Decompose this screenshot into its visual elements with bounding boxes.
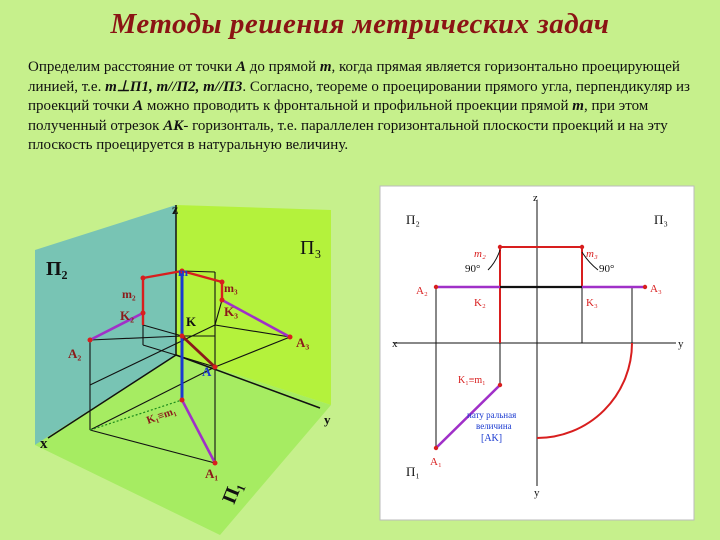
axis-y	[175, 354, 321, 409]
r-label-a3: A₃	[650, 283, 662, 295]
label-z: z	[172, 203, 178, 218]
points	[87, 268, 293, 466]
r-label-y-right: y	[678, 338, 684, 350]
projection-line-dotted	[89, 399, 183, 431]
label-k3: K₃	[224, 304, 238, 319]
label-p3: П₃	[300, 237, 321, 259]
plane-frontal	[35, 205, 176, 445]
slide-title: Методы решения метрических задач	[110, 8, 610, 40]
r-label-k2: K₂	[474, 297, 486, 309]
points-right	[433, 244, 648, 451]
r-label-x: x	[392, 338, 398, 350]
purple-lines-right	[435, 285, 645, 449]
red-lines	[141, 269, 224, 325]
angle-arrow-right	[581, 251, 599, 271]
axonometric-diagram: z П₂ П₃ П₁ x y m₃ m₂ m K₂ K K₃ A₂ A₃ A K…	[35, 203, 331, 535]
r-label-nat1: нату ральная	[467, 410, 516, 420]
r-label-deg-right: 90°	[599, 263, 614, 275]
plane-horizontal	[35, 355, 331, 535]
purple-lines	[89, 298, 291, 464]
r-label-m3: m₃	[586, 248, 598, 260]
label-a: A	[202, 364, 212, 379]
construction-lines-right	[435, 287, 633, 448]
label-m2: m₂	[122, 287, 136, 301]
label-k2: K₂	[120, 308, 134, 323]
construction-lines	[89, 270, 291, 464]
r-label-deg-left: 90°	[465, 263, 480, 275]
axis-x	[47, 354, 177, 439]
orthographic-diagram: z П₂ П₃ m₂ m₃ 90° 90° A₂ A₃ K₂ K₃ x y K₁…	[379, 185, 695, 521]
r-label-z: z	[533, 192, 538, 204]
r-label-nat3: [AK]	[481, 433, 502, 444]
r-label-a1: A₁	[430, 456, 442, 468]
angle-arrow-left	[487, 249, 501, 271]
r-label-a2: A₂	[416, 285, 428, 297]
body-text: Определим расстояние от точки А до прямо…	[28, 59, 690, 153]
segment-ak	[181, 334, 216, 369]
r-label-k3: K₃	[586, 297, 598, 309]
label-a2: A₂	[68, 346, 81, 361]
label-x: x	[40, 436, 48, 452]
r-label-m2: m₂	[474, 248, 486, 260]
label-p2: П₂	[46, 258, 68, 280]
label-y: y	[324, 412, 331, 427]
label-k: K	[186, 314, 197, 329]
r-label-p3: П₃	[654, 212, 668, 227]
r-label-k1m1: K₁≡m₁	[458, 375, 486, 386]
r-label-p1: П₁	[406, 464, 420, 479]
r-label-y-bottom: y	[534, 487, 540, 499]
label-m: m	[178, 265, 188, 279]
label-m3: m₃	[224, 281, 238, 295]
label-a1: A₁	[205, 466, 218, 481]
r-label-nat2: величина	[476, 421, 512, 431]
r-label-p2: П₂	[406, 212, 420, 227]
label-a3: A₃	[296, 335, 309, 350]
transfer-arc	[536, 342, 633, 439]
